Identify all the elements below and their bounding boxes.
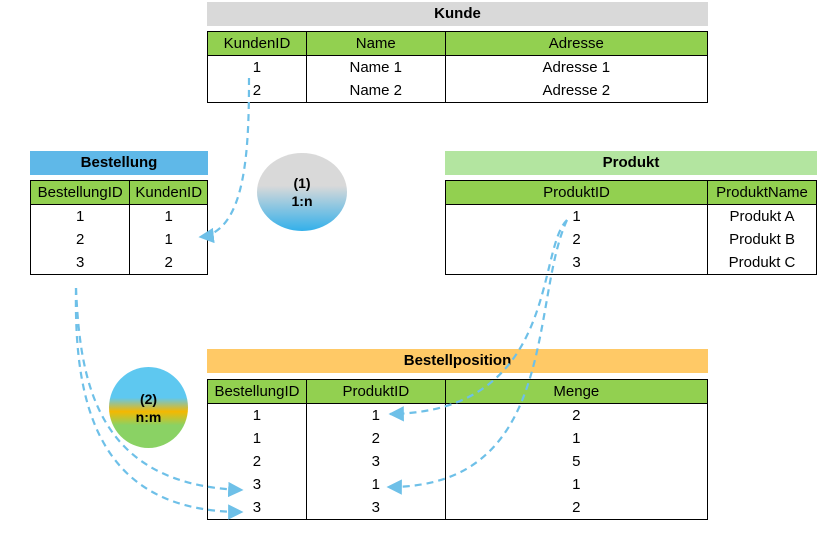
table-row: 3 1 1 (207, 473, 709, 496)
table-cell: 1 (444, 204, 709, 228)
table-cell: Produkt A (707, 204, 817, 228)
kunde-table: KundenID Name Adresse 1 Name 1 Adresse 1… (207, 31, 709, 103)
table-cell: 3 (207, 473, 307, 496)
table-cell: 1 (207, 427, 307, 450)
table-row: 1 Name 1 Adresse 1 (207, 55, 709, 79)
bestellposition-title: Bestellposition (207, 349, 708, 373)
table-cell: 2 (444, 228, 709, 251)
bestellposition-header-produktid: ProduktID (305, 379, 446, 404)
kunde-header-name: Name (305, 31, 446, 56)
bestellung-table: BestellungID KundenID 1 1 2 1 3 2 (29, 180, 208, 275)
bestellposition-header-row: BestellungID ProduktID Menge (207, 379, 709, 404)
relation-badge-many-to-many: (2) n:m (109, 367, 188, 448)
table-cell: 2 (444, 496, 709, 520)
table-cell: Name 1 (305, 55, 446, 79)
table-row: 3 Produkt C (444, 251, 817, 275)
table-cell: Name 2 (305, 79, 446, 103)
bestellposition-header-menge: Menge (444, 379, 709, 404)
table-cell: 2 (129, 251, 208, 275)
bestellung-header-bestellungid: BestellungID (29, 180, 131, 205)
bestellung-header-row: BestellungID KundenID (29, 180, 208, 205)
table-row: 2 Produkt B (444, 228, 817, 251)
bestellung-title: Bestellung (30, 151, 208, 175)
produkt-header-row: ProduktID ProduktName (444, 180, 817, 205)
relation-label: n:m (135, 408, 162, 425)
table-cell: 2 (444, 403, 709, 427)
table-cell: 1 (207, 403, 307, 427)
table-row: 2 1 (29, 228, 208, 251)
table-cell: 3 (305, 450, 446, 473)
table-cell: 1 (129, 228, 208, 251)
produkt-title: Produkt (445, 151, 817, 175)
table-cell: 1 (207, 55, 307, 79)
bestellposition-table: BestellungID ProduktID Menge 1 1 2 1 2 1… (207, 379, 709, 520)
table-row: 1 Produkt A (444, 204, 817, 228)
kunde-header-adresse: Adresse (444, 31, 709, 56)
table-cell: 3 (29, 251, 131, 275)
bestellposition-header-bestellungid: BestellungID (207, 379, 307, 404)
table-cell: 2 (207, 79, 307, 103)
relation-number: (1) (293, 175, 311, 191)
table-cell: 2 (305, 427, 446, 450)
produkt-header-produktname: ProduktName (707, 180, 817, 205)
table-row: 2 Name 2 Adresse 2 (207, 79, 709, 103)
table-cell: 5 (444, 450, 709, 473)
table-cell: 2 (207, 450, 307, 473)
table-cell: 1 (129, 204, 208, 228)
table-cell: 3 (444, 251, 709, 275)
table-row: 3 3 2 (207, 496, 709, 520)
kunde-header-row: KundenID Name Adresse (207, 31, 709, 56)
table-cell: 1 (444, 473, 709, 496)
table-cell: Produkt B (707, 228, 817, 251)
table-cell: Produkt C (707, 251, 817, 275)
table-row: 1 1 (29, 204, 208, 228)
kunde-title: Kunde (207, 2, 708, 26)
table-cell: 2 (29, 228, 131, 251)
table-row: 3 2 (29, 251, 208, 275)
kunde-header-kundenid: KundenID (207, 31, 307, 56)
table-row: 1 1 2 (207, 403, 709, 427)
table-cell: 1 (305, 403, 446, 427)
bestellung-header-kundenid: KundenID (129, 180, 208, 205)
table-cell: 1 (305, 473, 446, 496)
relation-number: (2) (139, 390, 158, 407)
table-cell: 1 (444, 427, 709, 450)
table-cell: Adresse 1 (444, 55, 709, 79)
table-cell: 1 (29, 204, 131, 228)
produkt-table: ProduktID ProduktName 1 Produkt A 2 Prod… (444, 180, 817, 275)
produkt-header-produktid: ProduktID (444, 180, 709, 205)
table-cell: Adresse 2 (444, 79, 709, 103)
table-cell: 3 (207, 496, 307, 520)
relation-badge-one-to-many: (1) 1:n (257, 153, 347, 231)
table-cell: 3 (305, 496, 446, 520)
relation-label: 1:n (291, 193, 313, 209)
table-row: 2 3 5 (207, 450, 709, 473)
table-row: 1 2 1 (207, 427, 709, 450)
